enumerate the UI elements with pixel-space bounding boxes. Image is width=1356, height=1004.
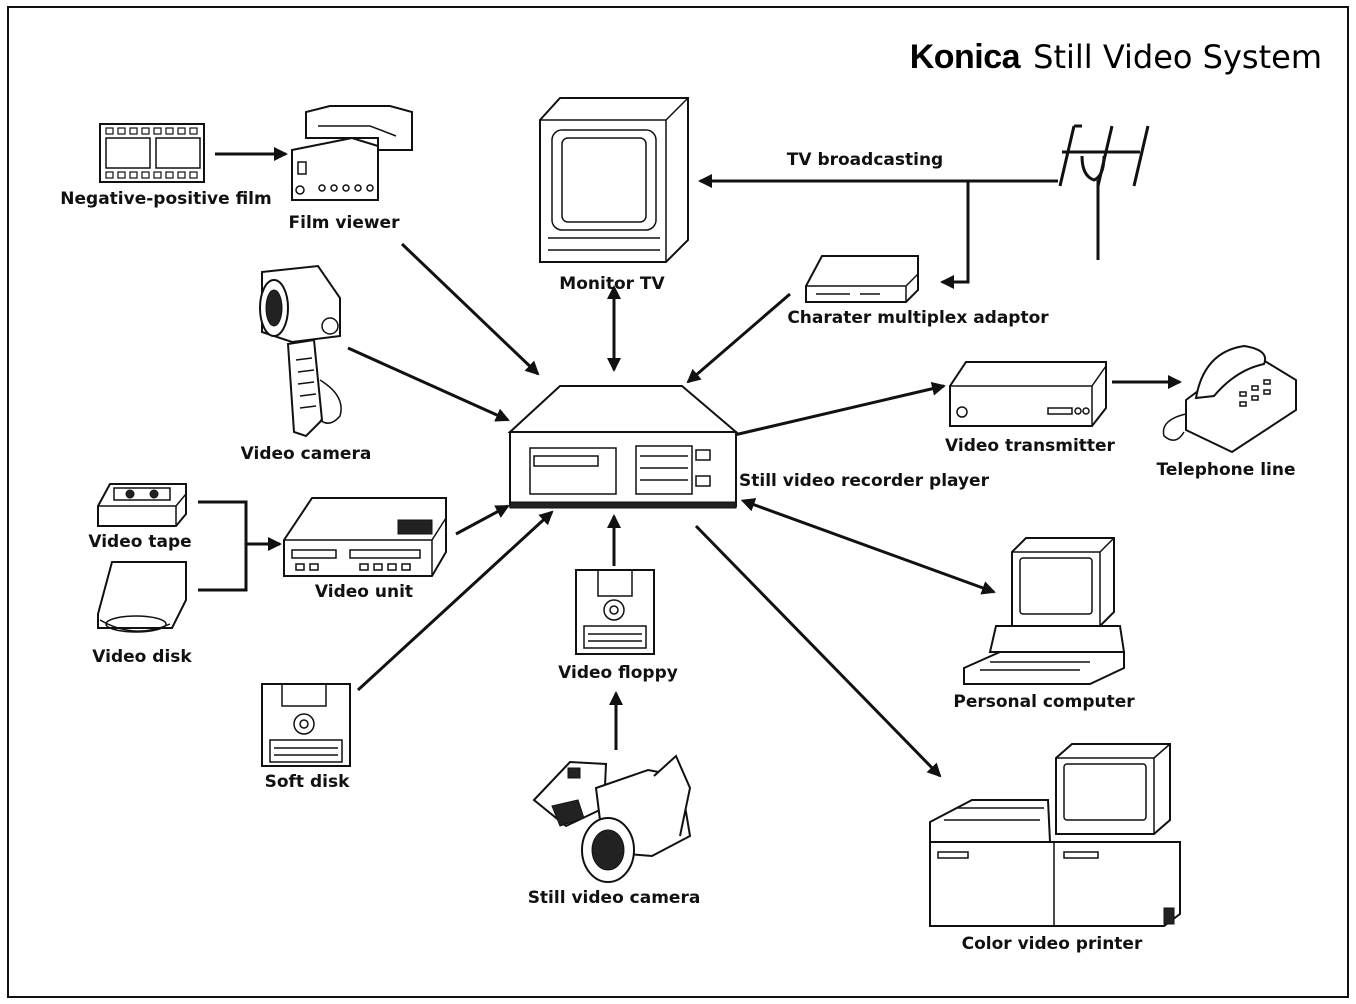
antenna-icon: [1058, 124, 1150, 260]
page-title: Konica Still Video System: [910, 38, 1322, 76]
label-monitor-tv: Monitor TV: [559, 274, 665, 294]
video-tape-icon: [97, 483, 187, 527]
label-recorder-player: Still video recorder player: [739, 471, 990, 491]
still-video-recorder-icon: [507, 385, 739, 509]
connections: [198, 147, 1182, 778]
label-color-video-printer: Color video printer: [962, 934, 1143, 954]
arrow-unit-to-recorder: [455, 504, 510, 536]
label-personal-computer: Personal computer: [953, 692, 1135, 712]
film-strip-icon: [99, 123, 205, 183]
soft-disk-icon: [261, 683, 351, 767]
label-video-camera: Video camera: [241, 444, 372, 464]
film-viewer-icon: [291, 105, 413, 201]
telephone-icon: [1162, 344, 1297, 454]
arrow-adaptor-to-recorder: [686, 292, 791, 384]
arrow-softdisk-to-recorder: [356, 510, 554, 692]
personal-computer-icon: [963, 537, 1126, 685]
arrow-recorder-to-printer: [694, 524, 942, 778]
brand-logo: Konica: [910, 38, 1022, 76]
video-floppy-icon: [575, 569, 655, 655]
arrow-broadcast-to-adaptor: [940, 181, 970, 289]
label-film: Negative-positive film: [60, 189, 271, 209]
multiplex-adaptor-icon: [805, 255, 919, 303]
title-text: Still Video System: [1033, 38, 1322, 76]
video-unit-icon: [283, 497, 447, 577]
arrow-camera-to-recorder: [347, 346, 510, 422]
bracket-tape-disk: [198, 500, 248, 592]
arrow-viewer-to-recorder: [400, 242, 540, 376]
label-video-unit: Video unit: [315, 582, 413, 602]
label-still-video-camera: Still video camera: [528, 888, 701, 908]
label-video-floppy: Video floppy: [558, 663, 678, 683]
monitor-tv-icon: [539, 97, 689, 263]
color-video-printer-icon: [929, 743, 1181, 927]
arrow-transmitter-recorder: [718, 381, 946, 443]
still-video-camera-icon: [532, 754, 692, 883]
video-disk-icon: [97, 561, 187, 633]
page-border: [7, 6, 1349, 998]
label-video-transmitter: Video transmitter: [945, 436, 1116, 456]
label-video-tape: Video tape: [88, 532, 191, 552]
label-tv-broadcasting: TV broadcasting: [787, 150, 943, 170]
video-camera-icon: [259, 264, 342, 438]
label-film-viewer: Film viewer: [289, 213, 401, 233]
video-transmitter-icon: [949, 361, 1107, 427]
label-soft-disk: Soft disk: [265, 772, 350, 792]
arrow-recorder-computer: [740, 498, 996, 595]
label-video-disk: Video disk: [92, 647, 192, 667]
label-multiplex-adaptor: Charater multiplex adaptor: [787, 308, 1049, 328]
label-telephone-line: Telephone line: [1156, 460, 1295, 480]
